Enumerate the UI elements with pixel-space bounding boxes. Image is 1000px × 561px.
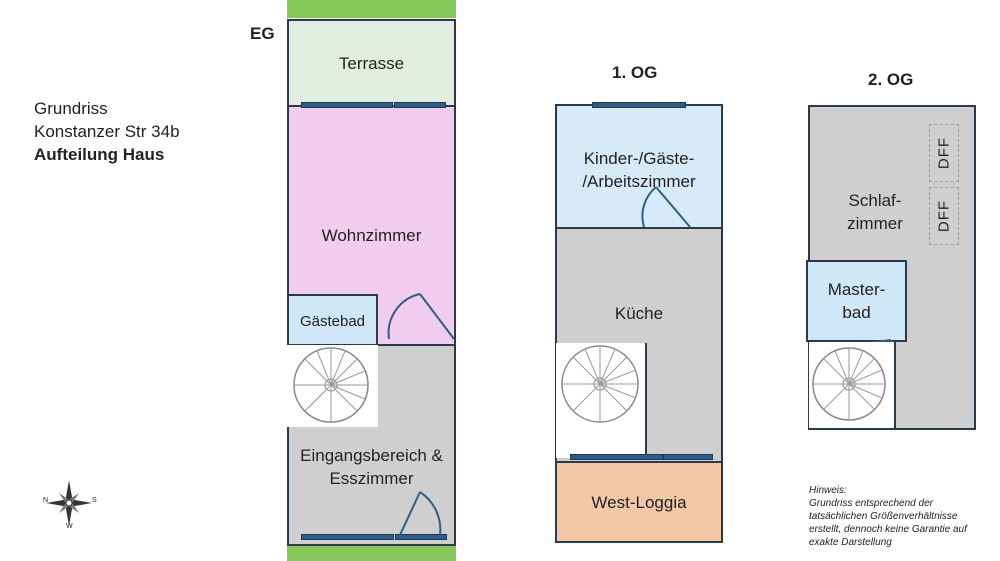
window-wohnzimmer-2	[394, 102, 446, 108]
window-loggia-2	[663, 454, 713, 460]
garden-bottom	[287, 545, 456, 561]
room-terrasse	[287, 19, 456, 107]
window-esszimmer-2	[395, 534, 447, 540]
dff-label-1: DFF	[935, 136, 953, 170]
room-kinder-gaeste-arbeitszimmer	[555, 104, 723, 229]
note-line-4: erstellt, dennoch keine Garantie auf	[809, 524, 967, 535]
note-line-2: Grundriss entsprechend der	[809, 498, 933, 509]
disclaimer-note: Hinweis: Grundriss entsprechend der tats…	[809, 484, 967, 549]
spiral-stair-og1	[556, 343, 647, 460]
roof-window-dff-1: DFF	[929, 124, 959, 182]
label-masterbad-line2: bad	[842, 303, 871, 322]
window-wohnzimmer-1	[301, 102, 393, 108]
compass-label-w: W	[66, 523, 73, 530]
spiral-stair-eg	[287, 345, 378, 427]
label-kinder-line1: Kinder-/Gäste-	[583, 149, 695, 168]
floor-title-og1: 1. OG	[612, 63, 658, 82]
label-terrasse: Terrasse	[338, 54, 405, 73]
garden-top	[287, 0, 456, 18]
floor-title-og2: 2. OG	[868, 70, 914, 89]
label-wohnzimmer: Wohnzimmer	[321, 226, 422, 245]
roof-window-dff-2: DFF	[929, 187, 959, 245]
window-kinderzimmer	[592, 102, 686, 108]
compass-label-s: S	[92, 497, 97, 504]
label-eingang-line2: Esszimmer	[329, 469, 414, 488]
note-line-1: Hinweis:	[809, 485, 847, 496]
label-eingang-line1: Eingangsbereich &	[300, 446, 443, 465]
dff-label-2: DFF	[935, 199, 953, 233]
label-schlafzimmer-line1: Schlaf-	[848, 191, 902, 210]
floor-title-eg: EG	[250, 24, 275, 43]
window-loggia-1	[570, 454, 663, 460]
plan-header: Grundriss Konstanzer Str 34b Aufteilung …	[34, 97, 180, 166]
label-kueche: Küche	[614, 304, 664, 323]
label-schlafzimmer-line2: zimmer	[847, 214, 903, 233]
label-west-loggia: West-Loggia	[591, 493, 687, 512]
window-esszimmer-1	[301, 534, 394, 540]
note-line-3: tatsächlichen Größenverhältnisse	[809, 511, 958, 522]
header-address: Konstanzer Str 34b	[34, 122, 180, 141]
note-line-5: exakte Darstellung	[809, 537, 892, 548]
compass-rose-icon	[46, 480, 92, 526]
compass-label-n: N	[43, 497, 49, 504]
label-gaestebad: Gästebad	[299, 313, 366, 330]
door-swing-eingang	[399, 491, 442, 536]
door-swing-kinderzimmer	[641, 186, 691, 228]
label-kinder-line2: /Arbeitszimmer	[582, 172, 696, 191]
header-title: Grundriss	[34, 99, 108, 118]
spiral-stair-og2	[809, 342, 896, 428]
room-west-loggia	[555, 461, 723, 543]
room-masterbad	[806, 260, 907, 342]
header-subtitle: Aufteilung Haus	[34, 145, 165, 164]
door-swing-wohnzimmer	[387, 293, 455, 340]
label-masterbad-line1: Master-	[827, 280, 886, 299]
